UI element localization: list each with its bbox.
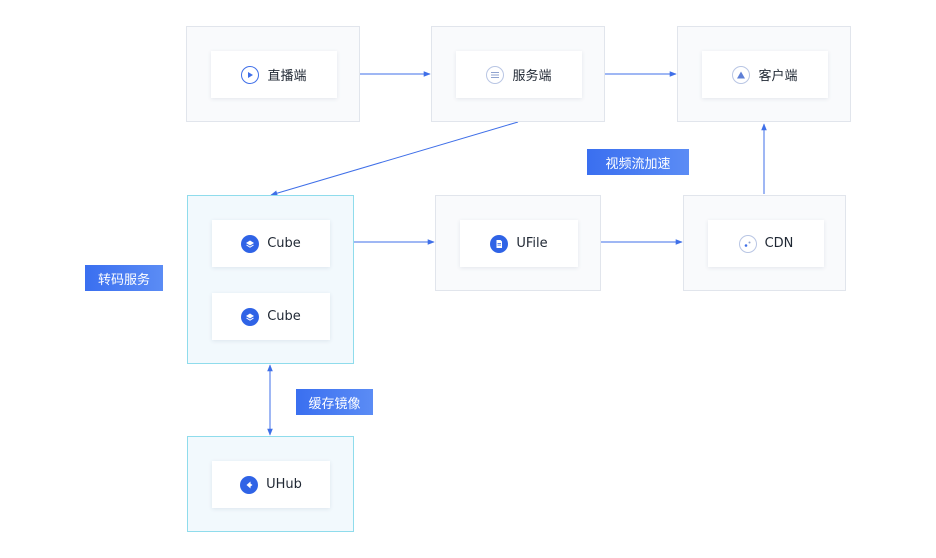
ufile-box: UFile: [435, 195, 601, 291]
ufile-card[interactable]: UFile: [460, 220, 578, 267]
tag-cache: 缓存镜像: [296, 389, 373, 415]
cube-bottom-card[interactable]: Cube: [212, 293, 330, 340]
client-label: 客户端: [758, 69, 798, 84]
arrow-server-to-cube: [270, 121, 519, 196]
cdn-card[interactable]: CDN: [708, 220, 824, 267]
cdn-label: CDN: [764, 236, 794, 251]
cdn-node-icon: [738, 234, 757, 253]
uhub-card[interactable]: UHub: [212, 461, 330, 508]
server-card[interactable]: 服务端: [456, 51, 582, 98]
live-box: 直播端: [186, 26, 360, 122]
transcode-group: Cube Cube: [187, 195, 354, 364]
play-icon: [241, 65, 260, 84]
cdn-box: CDN: [683, 195, 846, 291]
uhub-box: UHub: [187, 436, 354, 532]
tag-video-accel: 视频流加速: [587, 149, 689, 175]
live-card[interactable]: 直播端: [211, 51, 337, 98]
server-label: 服务端: [512, 69, 552, 84]
uhub-arrow-icon: [240, 475, 259, 494]
cube-layer-icon: [241, 234, 260, 253]
server-box: 服务端: [431, 26, 605, 122]
uhub-label: UHub: [266, 477, 302, 492]
cube-top-card[interactable]: Cube: [212, 220, 330, 267]
client-box: 客户端: [677, 26, 851, 122]
ufile-label: UFile: [516, 236, 548, 251]
server-list-icon: [486, 65, 505, 84]
live-label: 直播端: [267, 69, 307, 84]
client-triangle-icon: [732, 65, 751, 84]
cube-layer-icon: [241, 307, 260, 326]
client-card[interactable]: 客户端: [702, 51, 828, 98]
cube-top-label: Cube: [267, 236, 301, 251]
file-icon: [490, 234, 509, 253]
cube-bottom-label: Cube: [267, 309, 301, 324]
tag-transcode: 转码服务: [85, 265, 163, 291]
